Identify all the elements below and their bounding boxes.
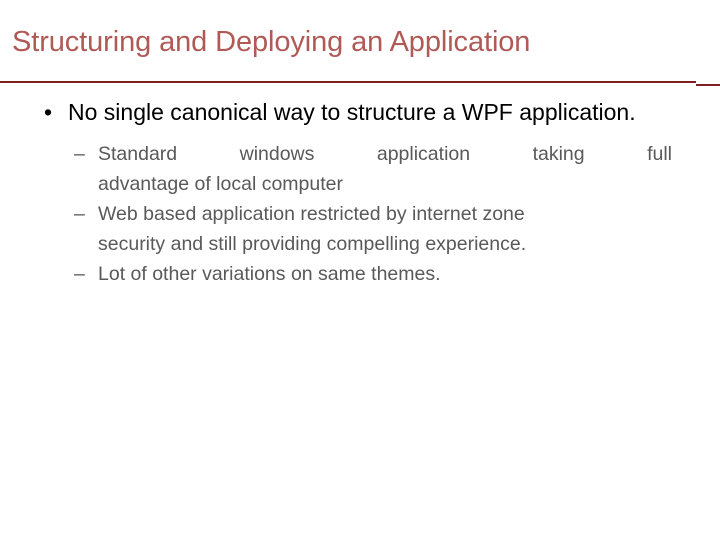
- title-divider-rule-tail: [696, 84, 720, 86]
- bullet-level2-line1: Standard windows application taking full: [98, 143, 672, 165]
- bullet-level2-line1: Web based application restricted by inte…: [98, 203, 525, 225]
- bullet-level2-line1: Lot of other variations on same themes.: [98, 263, 441, 285]
- bullet-level2-list: – Standard windows application taking fu…: [0, 139, 720, 289]
- bullet-level2-item: – Web based application restricted by in…: [0, 199, 720, 259]
- slide-title: Structuring and Deploying an Application: [12, 26, 531, 58]
- dash-marker-icon: –: [74, 143, 85, 165]
- bullet-level2-line2: advantage of local computer: [98, 173, 343, 195]
- bullet-level1-text: No single canonical way to structure a W…: [68, 99, 636, 125]
- bullet-marker-icon: •: [44, 99, 53, 125]
- bullet-level1-item: • No single canonical way to structure a…: [0, 96, 720, 128]
- dash-marker-icon: –: [74, 203, 85, 225]
- bullet-level2-item: – Standard windows application taking fu…: [0, 139, 720, 199]
- bullet-level2-line2: security and still providing compelling …: [98, 233, 527, 255]
- bullet-level2-item: – Lot of other variations on same themes…: [0, 259, 720, 289]
- dash-marker-icon: –: [74, 263, 85, 285]
- title-divider-rule: [0, 81, 696, 83]
- slide-body: • No single canonical way to structure a…: [0, 96, 720, 289]
